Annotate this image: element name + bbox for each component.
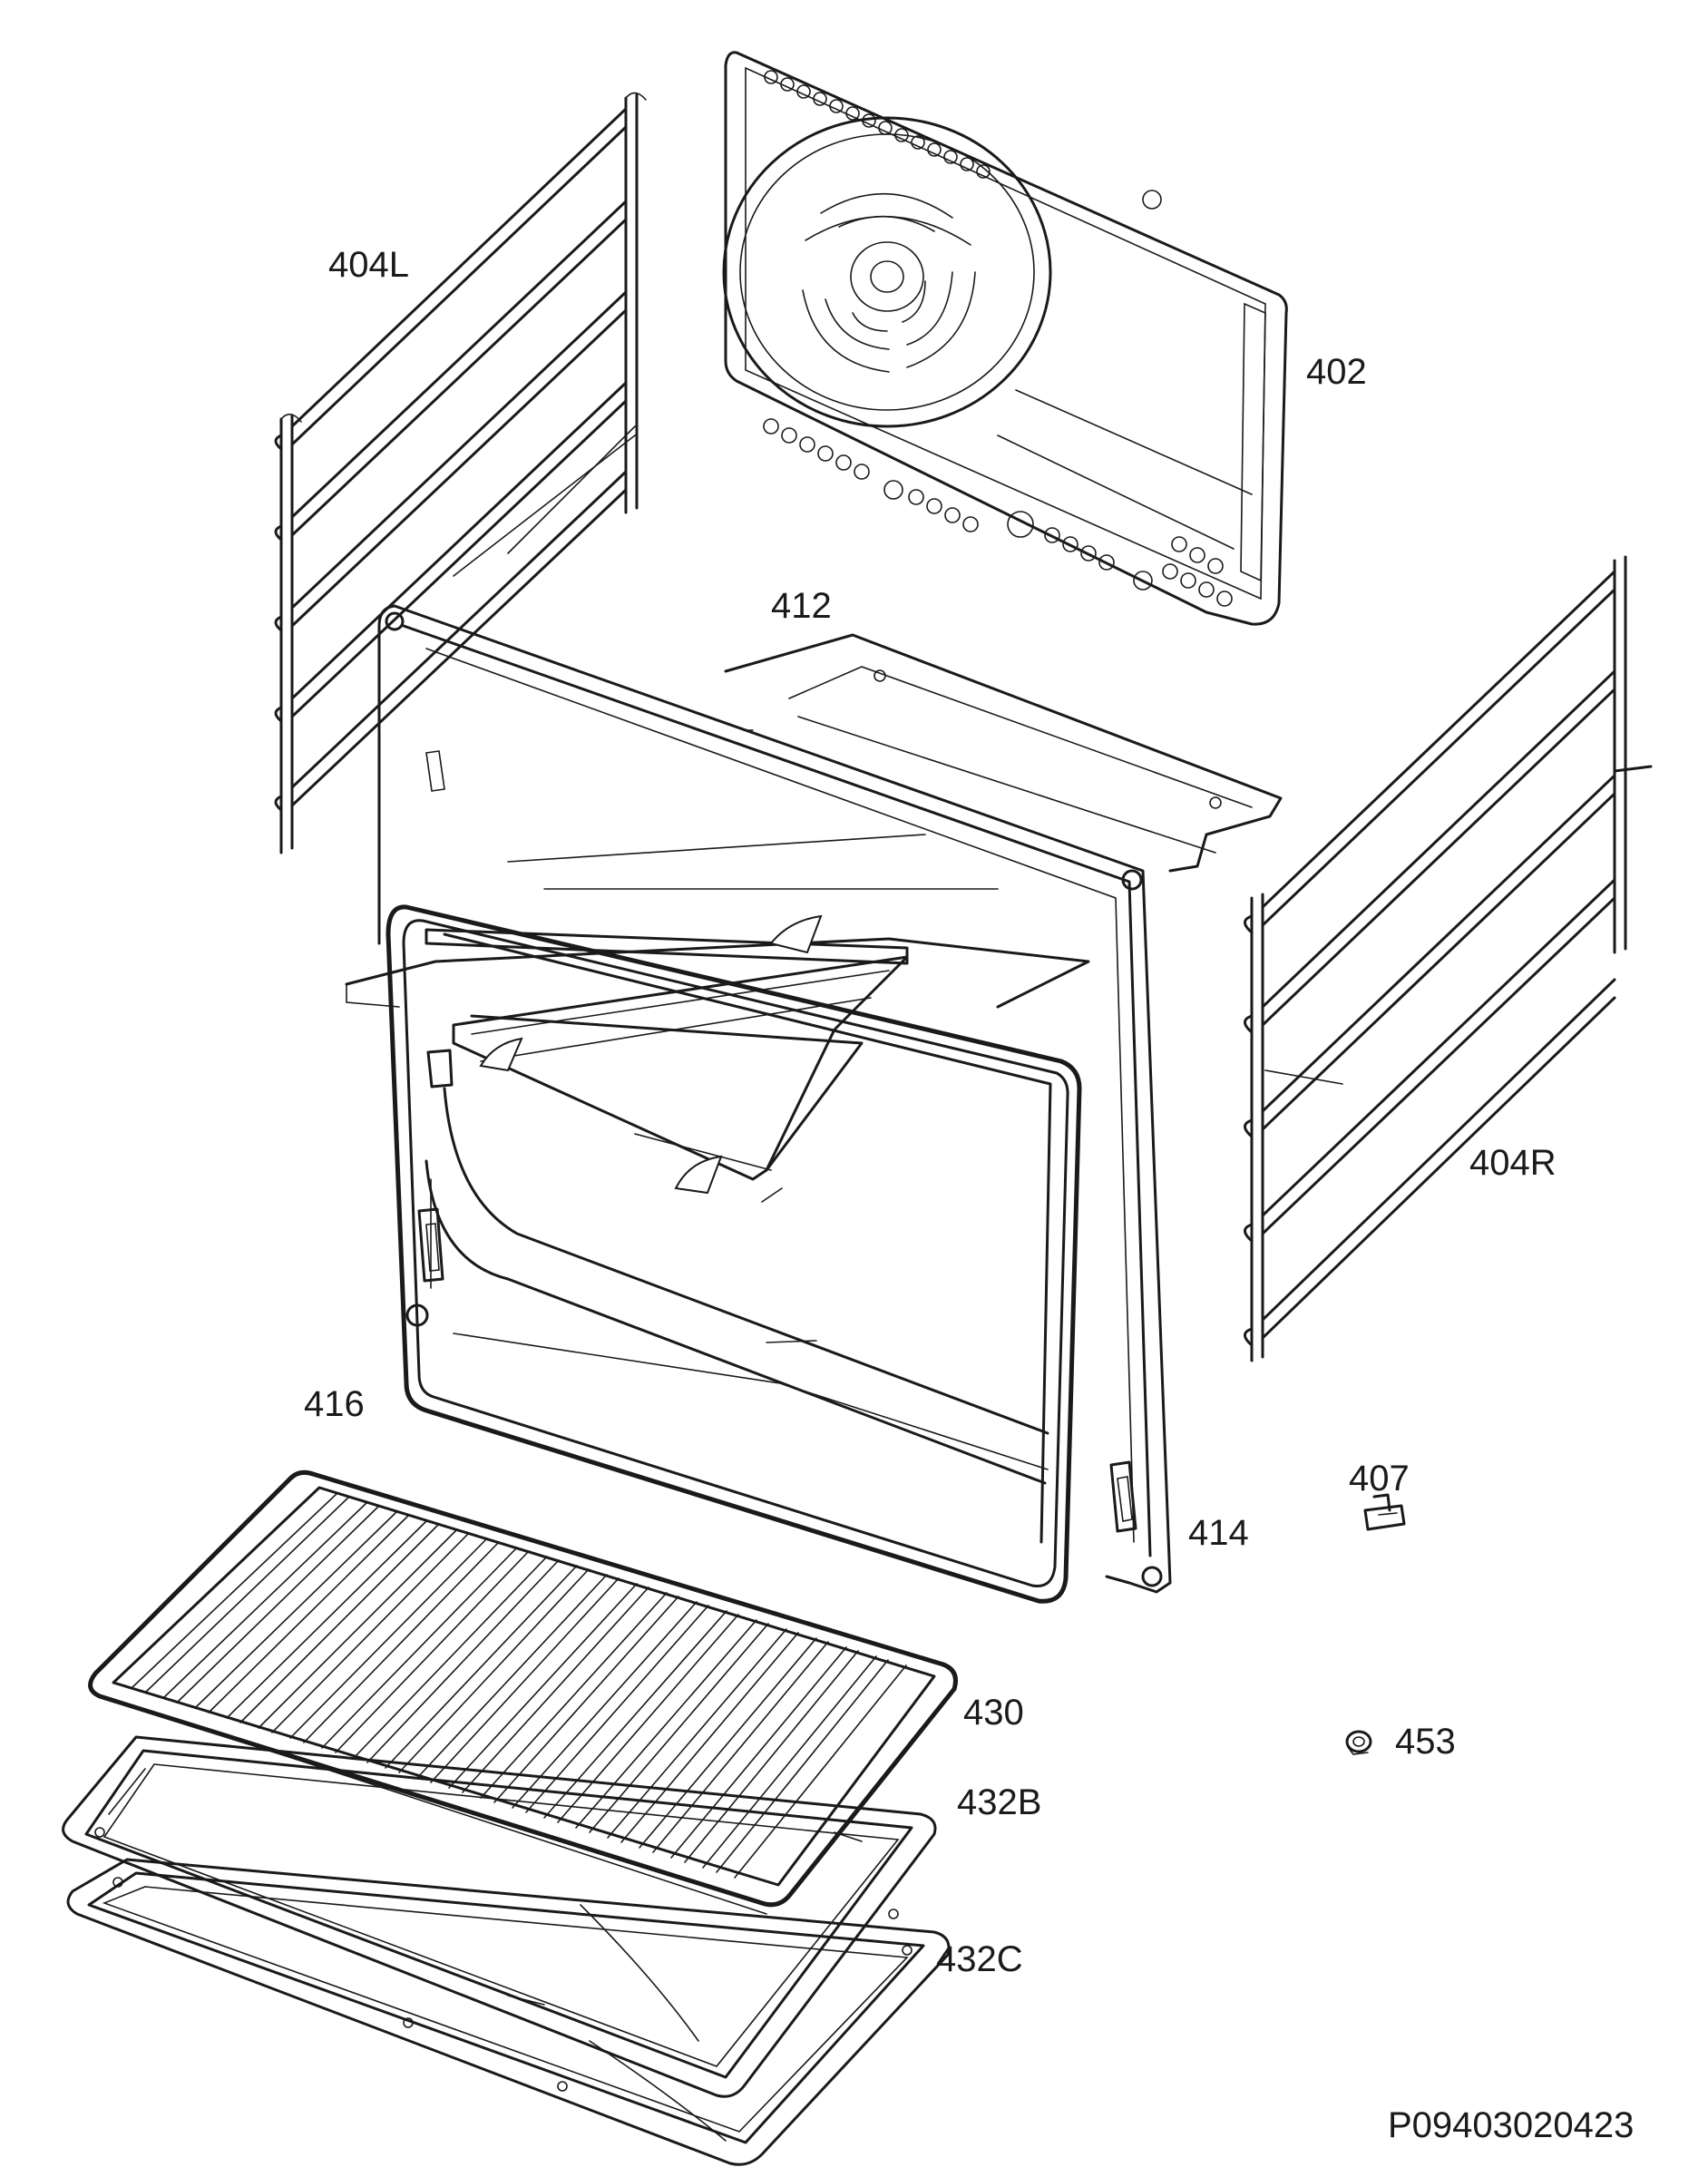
label-430: 430 <box>963 1693 1024 1733</box>
vent-holes-bottom <box>763 418 1233 607</box>
label-407: 407 <box>1349 1459 1410 1499</box>
part-407-clip <box>1363 1493 1406 1531</box>
part-432C-deep-tray <box>66 1858 951 2166</box>
part-416-door-seal <box>386 904 1082 1604</box>
part-412-cavity-base <box>345 633 1283 1203</box>
part-432B-tray <box>62 1735 937 2098</box>
part-404R-right-shelf-support <box>1244 555 1653 1362</box>
vent-holes-top <box>764 70 991 179</box>
part-430-wire-shelf <box>88 1469 958 1915</box>
label-404R: 404R <box>1469 1143 1557 1183</box>
part-402-back-panel <box>722 51 1288 626</box>
label-414: 414 <box>1188 1513 1249 1553</box>
label-402: 402 <box>1306 352 1367 392</box>
label-432C: 432C <box>936 1939 1023 1979</box>
label-453: 453 <box>1395 1722 1456 1762</box>
label-404L: 404L <box>328 245 409 285</box>
part-404L-left-shelf-support <box>274 92 647 854</box>
part-453-fastener <box>1345 1730 1372 1755</box>
drawing-code: P09403020423 <box>1388 2105 1635 2145</box>
wire-bars <box>131 1492 907 1879</box>
part-414-frame <box>377 604 1172 1594</box>
label-432B: 432B <box>957 1782 1042 1822</box>
label-412: 412 <box>771 586 832 626</box>
label-416: 416 <box>304 1384 365 1424</box>
